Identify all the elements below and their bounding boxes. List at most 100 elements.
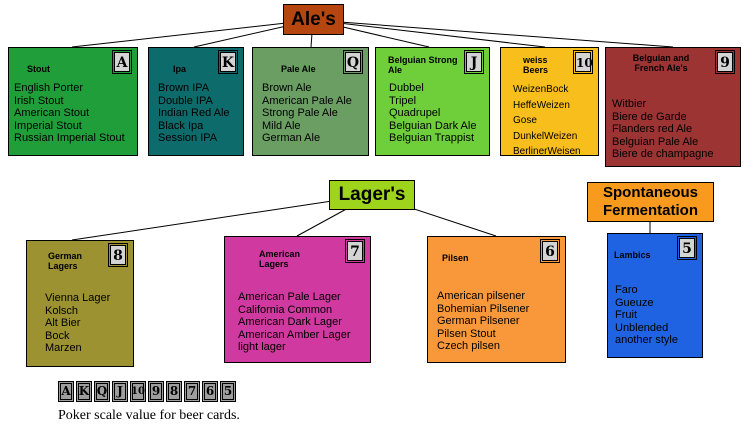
style-item: Unblended xyxy=(615,321,669,334)
card-title: weiss Beers xyxy=(523,55,549,75)
style-item: DunkelWeizen xyxy=(513,130,578,142)
card-title: German Lagers xyxy=(48,251,83,271)
card-title: American Lagers xyxy=(259,249,301,269)
rank-badge: 7 xyxy=(345,239,365,263)
style-item: Belguian Pale Ale xyxy=(612,135,699,148)
card-title: Ipa xyxy=(173,64,187,74)
style-item: Bohemian Pilsener xyxy=(437,302,530,315)
card-title: Belguian and French Ale's xyxy=(632,53,690,73)
style-item: Brown Ale xyxy=(262,82,312,94)
style-item: California Common xyxy=(238,303,333,316)
style-item: Double IPA xyxy=(158,94,213,107)
rank-badge: 9 xyxy=(715,50,735,74)
style-item: Kolsch xyxy=(45,304,79,317)
style-item: Fruit xyxy=(615,309,637,322)
style-item: Flanders red Ale xyxy=(612,123,693,136)
style-item: Witbier xyxy=(612,98,647,110)
style-item: another style xyxy=(615,334,678,347)
scale-card: Q xyxy=(94,381,110,402)
style-item: Brown IPA xyxy=(158,82,210,94)
style-item: Belguian Dark Ale xyxy=(389,119,477,132)
style-item: Marzen xyxy=(45,342,82,355)
scale-card: 7 xyxy=(184,381,200,402)
style-item: Session IPA xyxy=(158,132,218,145)
rank-badge: 5 xyxy=(677,236,697,260)
scale-card: A xyxy=(58,381,74,402)
style-item: Pilsen Stout xyxy=(437,327,496,340)
card-title: Pilsen xyxy=(442,253,469,263)
style-item: Czech pilsen xyxy=(437,340,500,353)
style-item: HeffeWeizen xyxy=(513,99,570,111)
style-item: Strong Pale Ale xyxy=(262,107,338,120)
spontaneous-header-text: Spontaneous Fermentation xyxy=(602,184,698,219)
style-item: Faro xyxy=(615,284,638,296)
style-item: Gose xyxy=(513,115,537,126)
scale-card: 6 xyxy=(202,381,218,402)
style-item: Tripel xyxy=(389,94,417,107)
style-item: American pilsener xyxy=(437,290,526,302)
rank-badge: 6 xyxy=(540,239,560,263)
rank-badge: Q xyxy=(343,50,363,74)
style-item: Irish Stout xyxy=(14,94,64,107)
style-item: Biere de champagne xyxy=(612,148,714,161)
style-item: light lager xyxy=(238,341,286,354)
scale-card: J xyxy=(112,381,128,402)
card-title: Belguian Strong Ale xyxy=(388,55,458,75)
style-item: German Pilsener xyxy=(437,315,520,328)
scale-card: 8 xyxy=(166,381,182,402)
ales-header: Ale's xyxy=(283,4,344,35)
style-item: English Porter xyxy=(14,82,84,94)
style-item: Dubbel xyxy=(389,82,424,94)
rank-badge: J xyxy=(464,50,484,74)
lagers-header: Lager's xyxy=(329,180,415,210)
style-item: Vienna Lager xyxy=(45,292,111,304)
style-item: American Amber Lager xyxy=(238,328,351,341)
style-item: Alt Bier xyxy=(45,317,81,330)
scale-caption: Poker scale value for beer cards. xyxy=(58,408,240,423)
scale-card: K xyxy=(76,381,92,402)
rank-badge: K xyxy=(218,50,238,74)
style-item: American Pale Ale xyxy=(262,94,352,107)
scale-card: 5 xyxy=(220,381,236,402)
style-item: BerlinerWeisen xyxy=(513,146,581,157)
style-item: Bock xyxy=(45,329,70,342)
card-title: Lambics xyxy=(614,250,651,260)
card-title: Pale Ale xyxy=(281,64,316,74)
scale-card: 9 xyxy=(148,381,164,402)
rank-badge: 10 xyxy=(573,50,593,74)
style-item: Black Ipa xyxy=(158,119,204,132)
card-title: Stout xyxy=(27,64,50,74)
style-item: American Stout xyxy=(14,107,90,120)
style-item: Russian Imperial Stout xyxy=(14,132,125,145)
style-item: Mild Ale xyxy=(262,119,301,132)
style-item: Gueuze xyxy=(615,296,654,309)
style-item: Imperial Stout xyxy=(14,119,82,132)
style-item: American Dark Lager xyxy=(238,316,342,329)
style-item: Biere de Garde xyxy=(612,110,687,123)
rank-badge: A xyxy=(112,50,132,74)
rank-badge: 8 xyxy=(108,243,128,267)
style-item: German Ale xyxy=(262,132,321,145)
style-item: American Pale Lager xyxy=(238,291,341,303)
style-item: Belguian Trappist xyxy=(389,132,474,145)
